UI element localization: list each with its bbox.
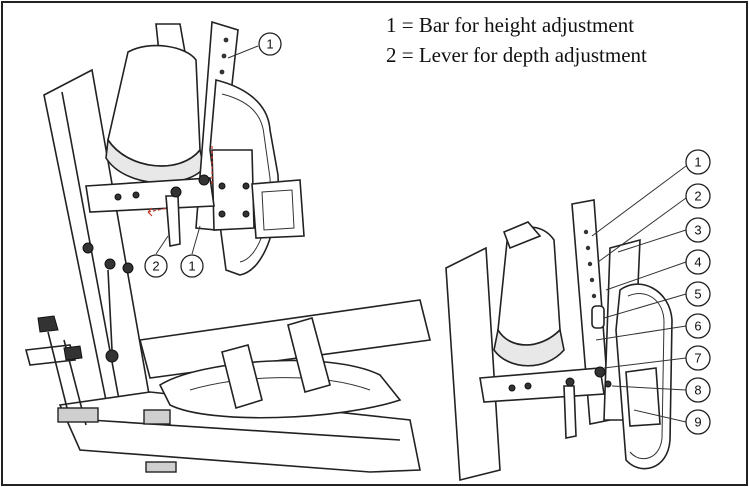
svg-text:1: 1: [694, 155, 701, 170]
callout-upper-2: 2: [144, 254, 168, 278]
callout-right-9: 9: [685, 409, 711, 435]
legend: 1 = Bar for height adjustment 2 = Lever …: [386, 10, 647, 70]
legend-line-depth-lever: 2 = Lever for depth adjustment: [386, 43, 647, 67]
callout-right-7: 7: [685, 345, 711, 371]
callout-right-3: 3: [685, 217, 711, 243]
svg-text:4: 4: [694, 255, 701, 270]
callout-right-4: 4: [685, 249, 711, 275]
svg-text:2: 2: [694, 189, 701, 204]
svg-text:6: 6: [694, 319, 701, 334]
callout-right-6: 6: [685, 313, 711, 339]
wheelchair-overview: [24, 68, 431, 473]
callout-upper-3: 1: [180, 254, 204, 278]
svg-text:9: 9: [694, 415, 701, 430]
svg-text:7: 7: [694, 351, 701, 366]
svg-text:8: 8: [694, 383, 701, 398]
svg-text:3: 3: [694, 223, 701, 238]
callout-right-8: 8: [685, 377, 711, 403]
svg-text:5: 5: [694, 287, 701, 302]
callouts-right: 1 2 3 4 5 6 7: [685, 149, 711, 435]
callout-right-1: 1: [685, 149, 711, 175]
backrest-detail-upper: [85, 20, 305, 276]
svg-text:1: 1: [188, 259, 195, 274]
callout-right-2: 2: [685, 183, 711, 209]
callout-upper-1: 1: [258, 32, 282, 56]
legend-line-height-bar: 1 = Bar for height adjustment: [386, 13, 635, 37]
svg-text:2: 2: [152, 259, 159, 274]
callouts-upper: 1 2 1: [144, 32, 282, 278]
callout-right-5: 5: [685, 281, 711, 307]
svg-text:1: 1: [266, 37, 273, 52]
backrest-detail-right: [445, 165, 687, 482]
